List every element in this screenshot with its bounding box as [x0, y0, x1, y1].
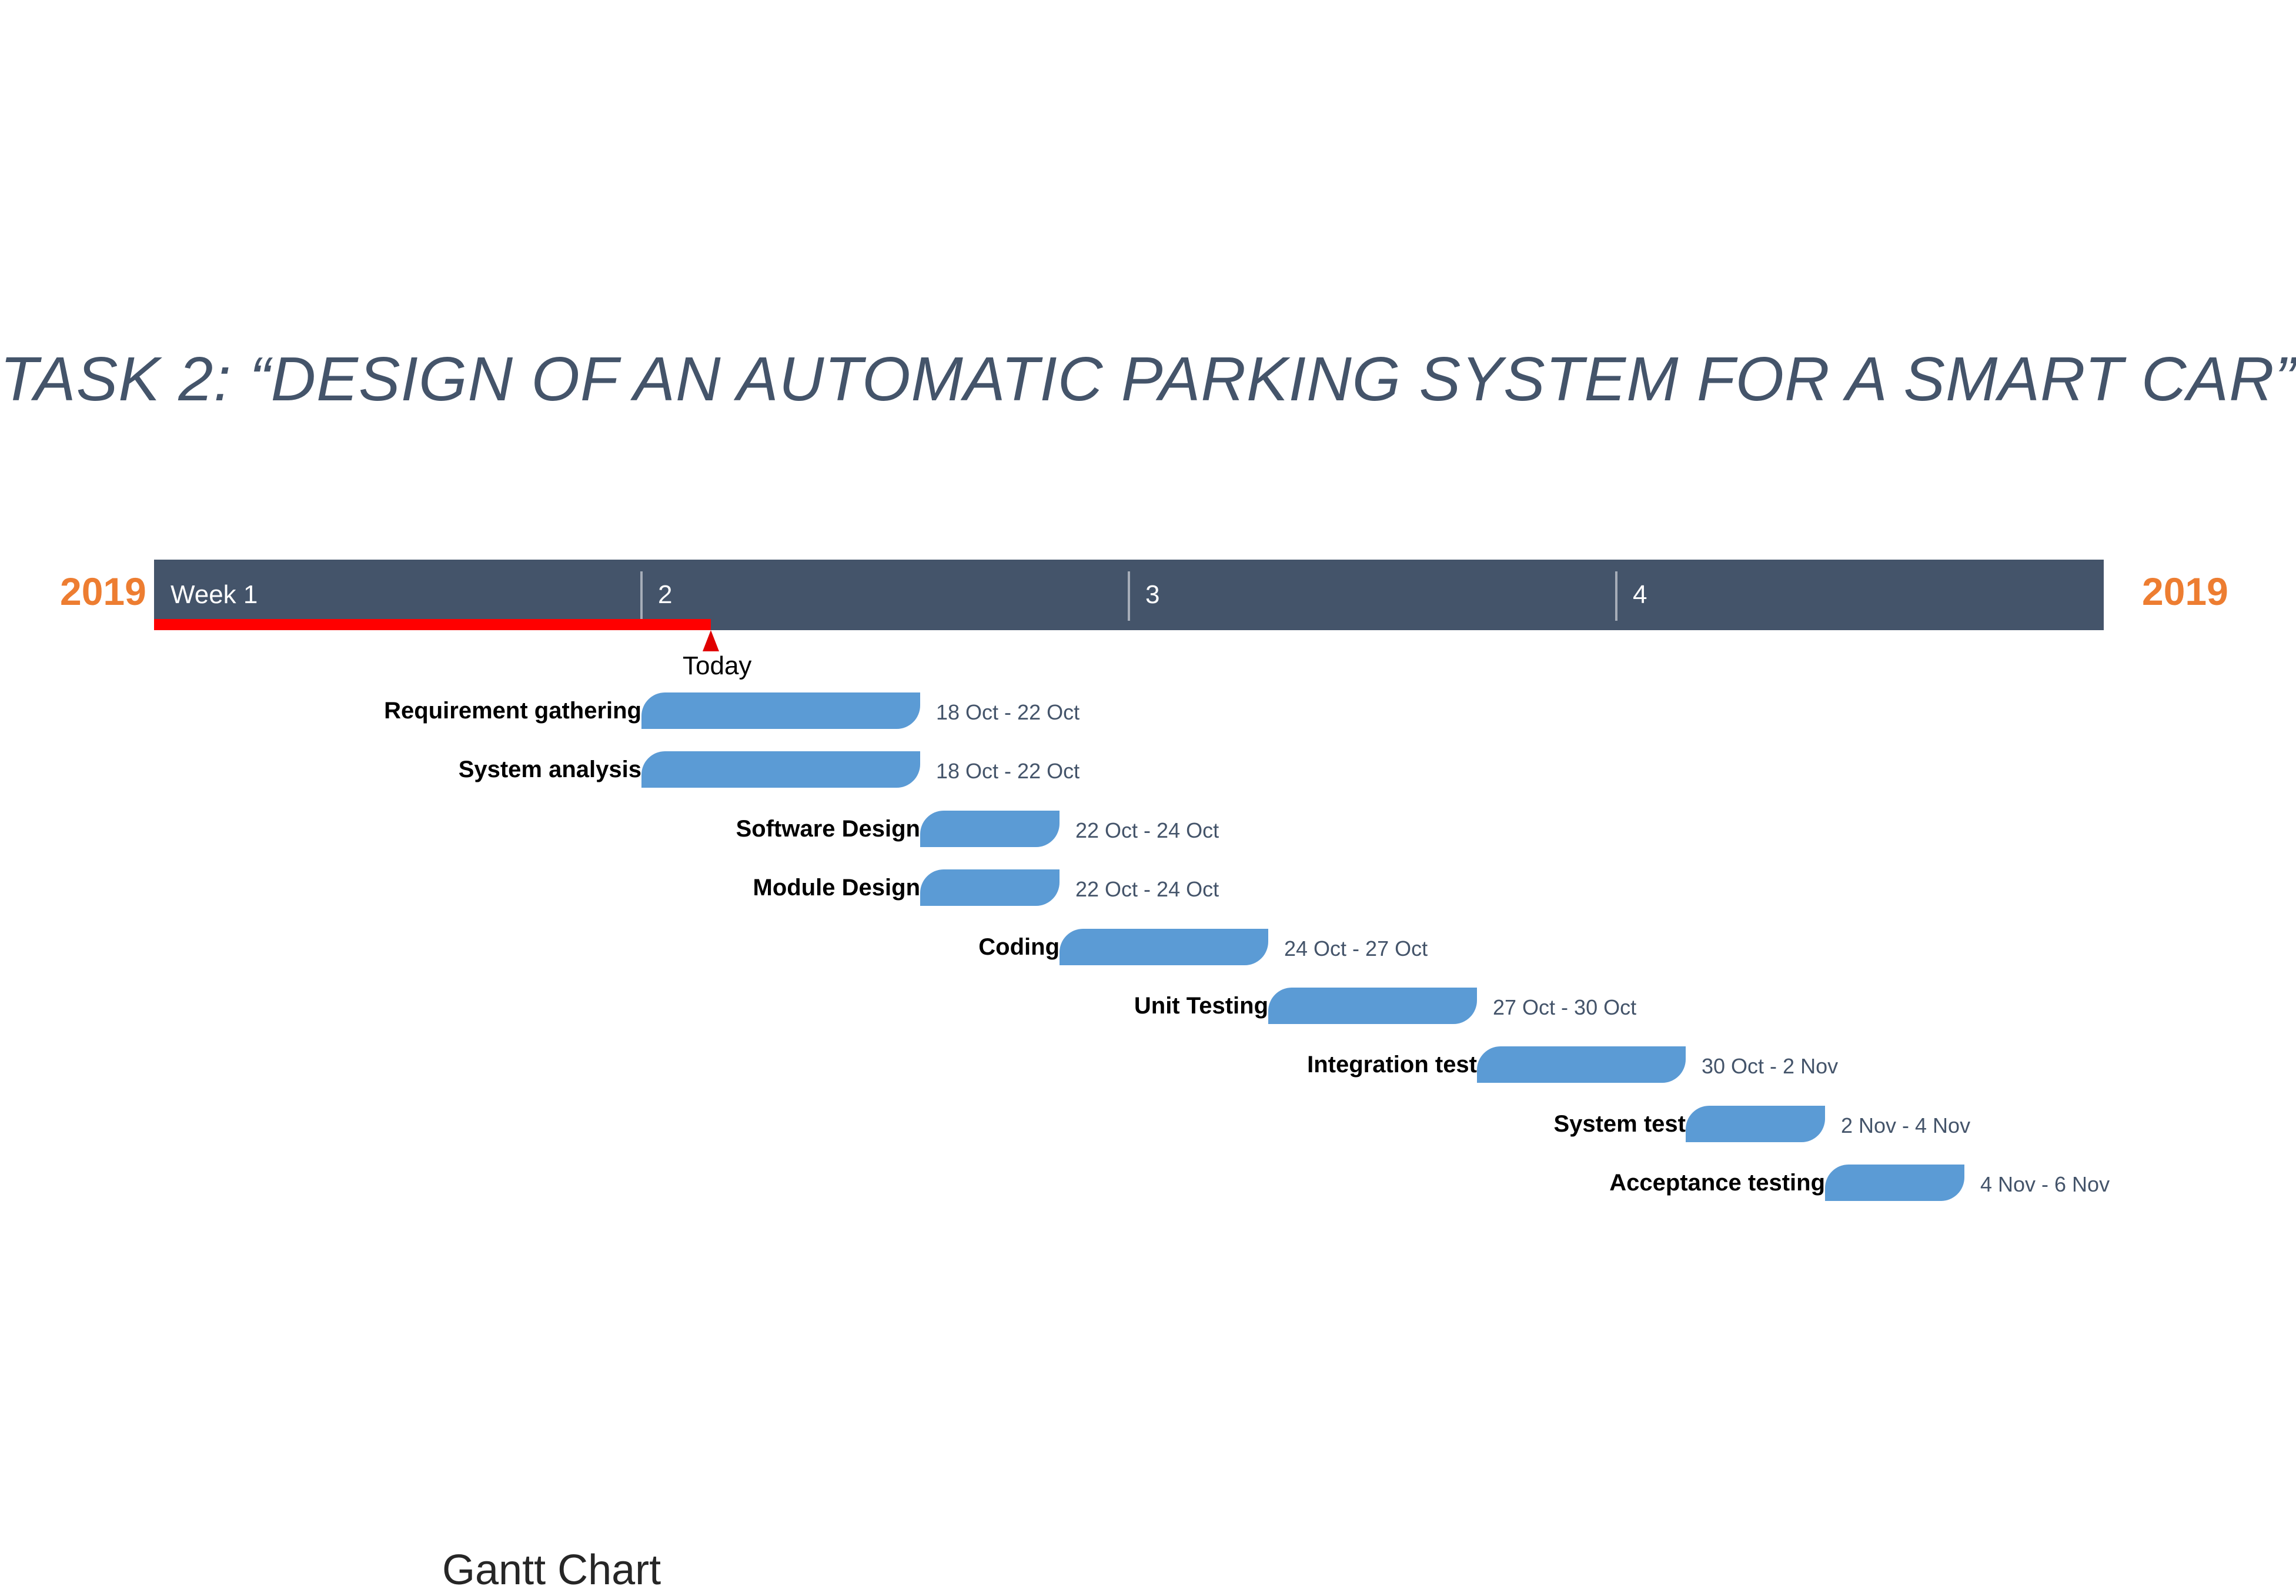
task-name: Requirement gathering [384, 698, 641, 724]
task-date-range: 24 Oct - 27 Oct [1284, 936, 1428, 961]
week-label: 4 [1633, 580, 1647, 609]
chart-caption: Gantt Chart [442, 1547, 661, 1594]
week-separator [1615, 571, 1617, 621]
task-date-range: 22 Oct - 24 Oct [1075, 818, 1219, 842]
week-separator [640, 571, 643, 621]
task-date-range: 4 Nov - 6 Nov [1980, 1172, 2110, 1196]
task-bar[interactable] [920, 869, 1060, 906]
task-date-range: 18 Oct - 22 Oct [936, 759, 1080, 783]
timeline-band: Week 1 2 3 4 [154, 560, 2104, 630]
task-bar[interactable] [1060, 929, 1268, 965]
year-label-right: 2019 [2142, 570, 2228, 613]
task-bar[interactable] [641, 692, 920, 729]
chart-title: TASK 2: “DESIGN OF AN AUTOMATIC PARKING … [0, 344, 2296, 414]
task-bar[interactable] [1477, 1046, 1686, 1083]
week-label: Week 1 [171, 580, 258, 609]
task-name: Coding [978, 934, 1060, 960]
task-date-range: 2 Nov - 4 Nov [1841, 1113, 1971, 1137]
task-bar[interactable] [1686, 1106, 1825, 1142]
task-bar[interactable] [1268, 988, 1477, 1024]
task-bar[interactable] [920, 811, 1060, 847]
week-label: 3 [1145, 580, 1160, 609]
today-marker-icon [703, 630, 719, 651]
task-bar[interactable] [641, 751, 920, 788]
task-name: System analysis [458, 757, 641, 782]
task-date-range: 22 Oct - 24 Oct [1075, 877, 1219, 901]
today-label: Today [683, 651, 752, 680]
task-name: Software Design [736, 816, 920, 842]
year-label-left: 2019 [60, 570, 146, 613]
task-date-range: 18 Oct - 22 Oct [936, 700, 1080, 724]
task-name: System test [1553, 1111, 1686, 1137]
task-name: Integration test [1307, 1052, 1477, 1078]
today-progress-bar [154, 619, 711, 630]
week-separator [1128, 571, 1130, 621]
task-name: Module Design [753, 875, 920, 901]
task-bar[interactable] [1825, 1165, 1964, 1201]
task-name: Unit Testing [1134, 993, 1268, 1019]
week-label: 2 [658, 580, 673, 609]
task-date-range: 27 Oct - 30 Oct [1493, 995, 1637, 1019]
task-date-range: 30 Oct - 2 Nov [1702, 1054, 1839, 1078]
task-name: Acceptance testing [1609, 1170, 1825, 1196]
